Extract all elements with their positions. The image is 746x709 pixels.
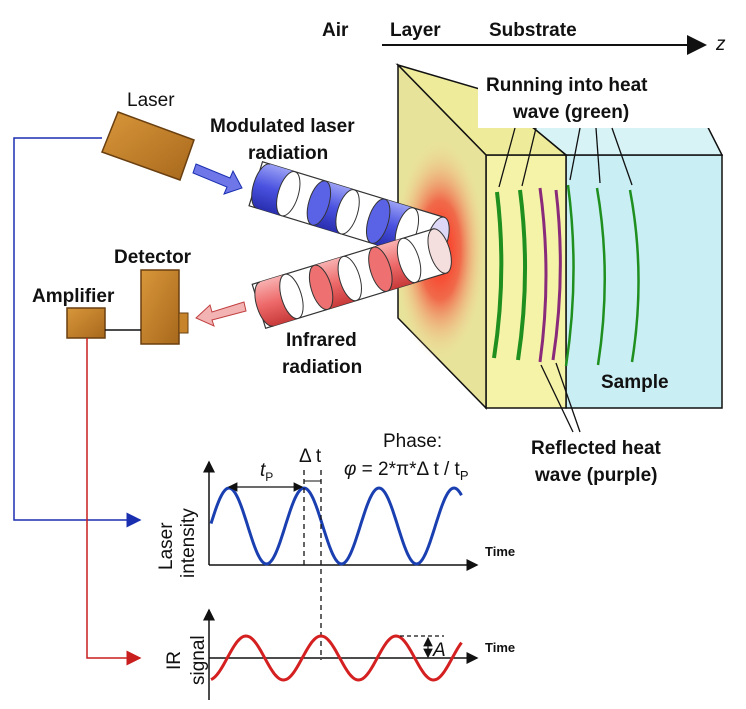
blue-beam-ring-4 (365, 198, 391, 244)
air-label: Air (322, 20, 349, 41)
laser-intensity-plot: Laser intensity Time (156, 460, 515, 578)
purple-wave-1 (538, 187, 548, 363)
reflected-label-line1: Reflected heat (531, 438, 662, 459)
running-label-line2: wave (green) (512, 102, 629, 123)
z-label: z (715, 34, 726, 55)
modulated-label-line2: radiation (248, 143, 328, 164)
heat-waves (492, 127, 640, 433)
phase-annotation: Phase: φ = 2*π*Δ t / tP Δ t tP (260, 431, 469, 484)
green-wave-4 (595, 187, 606, 366)
green-wave-2 (516, 189, 528, 361)
detector-lens (178, 312, 189, 334)
blue-beam-ring-1 (276, 171, 301, 217)
laser-box (101, 111, 195, 181)
amplifier-label: Amplifier (32, 286, 115, 307)
ir-plot-ylabel-2: signal (188, 635, 209, 685)
red-beam-ring-1 (279, 273, 304, 320)
running-label-box (478, 64, 730, 128)
laser-source: Laser Modulated laser radiation (101, 90, 355, 195)
depth-axis: Air Layer Substrate z (322, 20, 726, 55)
reflected-pointer-lines (540, 362, 581, 433)
delta-t-label: Δ t (299, 446, 322, 467)
ir-plot-ylabel-1: IR (164, 651, 185, 670)
red-beam-ring-4 (368, 246, 393, 292)
ir-signal-wave (210, 634, 463, 682)
red-beam-ring-2 (308, 264, 334, 310)
phase-title: Phase: (383, 431, 442, 452)
red-beam-ring-5 (396, 237, 422, 284)
infrared-label-line2: radiation (282, 357, 362, 378)
infrared-output-arrow (195, 301, 247, 327)
running-label-line1: Running into heat (486, 75, 648, 96)
detector-label: Detector (114, 247, 192, 268)
phase-formula: φ = 2*π*Δ t / tP (344, 459, 469, 483)
infrared-beam (251, 228, 452, 330)
running-pointer-lines (498, 127, 633, 188)
red-beam-ring-3 (337, 255, 362, 302)
laser-intensity-wave (209, 486, 463, 566)
sample-labels: Running into heat wave (green) Sample Re… (486, 75, 669, 486)
laser-plot-ylabel-2: intensity (178, 508, 199, 578)
ir-plot-time-label: Time (485, 640, 515, 655)
green-wave-1 (492, 191, 504, 359)
laser-plot-ylabel-1: Laser (156, 522, 177, 570)
blue-beam-ring-2 (306, 180, 332, 226)
modulated-beam (248, 161, 450, 263)
red-beam-end (427, 228, 452, 274)
reflected-label-line2: wave (purple) (534, 465, 657, 486)
layer-label: Layer (390, 20, 441, 41)
infrared-label-line1: Infrared (286, 330, 357, 351)
tp-label: tP (260, 460, 273, 484)
modulated-label-line1: Modulated laser (210, 116, 355, 137)
ir-signal-wire (86, 338, 142, 666)
green-wave-5 (628, 189, 640, 363)
laser-label: Laser (127, 90, 175, 111)
purple-wave-2 (551, 189, 562, 361)
laser-plot-time-label: Time (485, 544, 515, 559)
laser-reference-wire (13, 137, 142, 528)
detector-unit: Detector Amplifier (32, 247, 192, 345)
substrate-front (565, 154, 723, 409)
amplitude-label: A (432, 640, 446, 661)
laser-input-arrow (192, 163, 243, 195)
ir-signal-plot: IR signal Time A (164, 608, 515, 700)
substrate-label: Substrate (489, 20, 577, 41)
blue-beam-ring-3 (335, 189, 360, 235)
detector-box (140, 269, 180, 345)
green-wave-3 (564, 184, 575, 367)
amplifier-box (66, 307, 106, 339)
sample-label: Sample (601, 372, 669, 393)
